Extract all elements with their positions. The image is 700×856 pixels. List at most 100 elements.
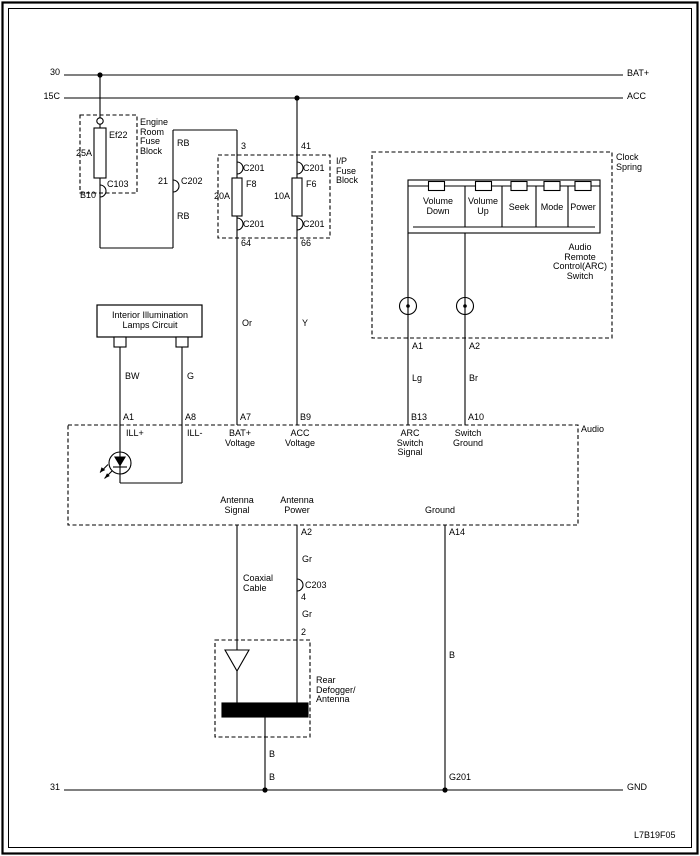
wire-b-lower-label: B <box>269 772 276 782</box>
arc-button-power: Power <box>570 202 596 212</box>
c203-pin-top-label: 4 <box>301 592 307 602</box>
audio-ill-plus-label: ILL+ <box>126 428 144 438</box>
engine-fuse-rating-label: 25A <box>75 148 92 158</box>
audio-pin-b9-label: B9 <box>300 412 312 422</box>
gnd-terminal-label: 31 <box>49 782 60 792</box>
c201-connector-arc-f8-bottom <box>236 217 244 231</box>
audio-arc-signal-label: ARC Switch Signal <box>396 428 424 457</box>
ip-fuse1-name-label: F8 <box>246 179 257 189</box>
audio-box <box>67 424 579 526</box>
rear-defogger-name: Rear Defogger/ Antenna <box>316 675 356 704</box>
ip-fuse-block-box <box>217 154 331 239</box>
c201-connector-arc-f8-top <box>236 161 244 175</box>
arc-switch-box <box>407 179 601 234</box>
c203-connector-label: C203 <box>305 580 327 590</box>
illumination-led-symbol <box>108 451 132 475</box>
audio-acc-voltage-label: ACC Voltage <box>284 428 316 448</box>
wire-lg-label: Lg <box>412 373 423 383</box>
audio-ground-label: Ground <box>424 505 456 515</box>
clock-spring-pin-a1-label: A1 <box>412 341 424 351</box>
audio-switch-ground-label: Switch Ground <box>452 428 484 448</box>
resistor-seek <box>510 180 528 192</box>
audio-antenna-signal-label: Antenna Signal <box>220 495 254 515</box>
audio-pin-a7-label: A7 <box>240 412 252 422</box>
ip-fuse-block-name: I/P Fuse Block <box>336 156 359 185</box>
clock-spring-contact-a1 <box>398 296 418 316</box>
ip-fuse2-pin-in-label: 41 <box>301 141 312 151</box>
wire-g-label: G <box>187 371 195 381</box>
ip-fuse2-name-label: F6 <box>306 179 317 189</box>
clock-spring-box <box>371 151 613 339</box>
c202-wire-above-label: RB <box>177 138 190 148</box>
resistor-volume-up <box>474 180 493 192</box>
diagram-code: L7B19F05 <box>634 830 676 840</box>
wire-bw-label: BW <box>125 371 140 381</box>
fuse-ef22-symbol <box>93 127 107 179</box>
arc-button-mode: Mode <box>540 202 564 212</box>
audio-pin-a8-label: A8 <box>185 412 197 422</box>
arc-button-seek: Seek <box>508 202 530 212</box>
wire-y-label: Y <box>302 318 309 328</box>
interior-illumination-symbol <box>96 304 203 425</box>
clock-spring-name: Clock Spring <box>616 152 643 172</box>
audio-antenna-power-label: Antenna Power <box>280 495 314 515</box>
ip-fuse1-connector-top-label: C201 <box>243 163 265 173</box>
defogger-element <box>221 702 309 718</box>
ip-fuse2-pin-out-label: 66 <box>301 238 312 248</box>
ip-fuse-block-symbol <box>217 98 331 425</box>
resistor-mode <box>543 180 561 192</box>
fuse-f8-symbol <box>231 177 243 217</box>
interior-illumination-box <box>96 304 203 338</box>
antenna-circuit-symbol <box>214 525 311 790</box>
arc-button-volume-down: Volume Down <box>422 196 454 216</box>
clock-spring-pin-a2-label: A2 <box>469 341 481 351</box>
rear-defogger-box <box>214 639 311 738</box>
bat-name-label: BAT+ <box>627 68 650 78</box>
c202-name-label: C202 <box>181 176 203 186</box>
audio-pin-a1-label: A1 <box>123 412 135 422</box>
audio-pin-a10-label: A10 <box>468 412 485 422</box>
ip-fuse1-pin-in-label: 3 <box>241 141 247 151</box>
engine-fuse-block-box <box>79 114 138 194</box>
wire-gr-upper-label: Gr <box>302 554 312 564</box>
audio-bat-voltage-label: BAT+ Voltage <box>224 428 256 448</box>
c202-wire-below-label: RB <box>177 211 190 221</box>
power-rails <box>64 72 623 793</box>
audio-pin-b13-label: B13 <box>411 412 428 422</box>
c103-connector-label: C103 <box>107 179 129 189</box>
clock-spring-symbol <box>371 151 613 425</box>
illumination-terminal-left <box>113 336 127 348</box>
ip-fuse1-rating-label: 20A <box>213 191 230 201</box>
fuse-f6-symbol <box>291 177 303 217</box>
resistor-power <box>574 180 592 192</box>
c201-connector-arc-f6-bottom <box>296 217 304 231</box>
antenna-symbol <box>224 649 250 673</box>
c203-pin-bottom-label: 2 <box>301 627 307 637</box>
engine-fuse-block-name: Engine Room Fuse Block <box>140 117 169 156</box>
wire-or-label: Or <box>242 318 252 328</box>
coaxial-cable-label: Coaxial Cable <box>243 573 274 593</box>
ip-fuse1-pin-out-label: 64 <box>241 238 252 248</box>
audio-ill-minus-label: ILL- <box>187 428 203 438</box>
acc-terminal-label: 15C <box>43 91 60 101</box>
arc-button-volume-up: Volume Up <box>467 196 499 216</box>
interior-illumination-name: Interior Illumination Lamps Circuit <box>111 310 189 330</box>
engine-fuse-label: Ef22 <box>109 130 128 140</box>
engine-pin-label: B10 <box>79 190 96 200</box>
acc-name-label: ACC <box>627 91 647 101</box>
gnd-name-label: GND <box>627 782 647 792</box>
audio-unit-symbol <box>67 424 579 526</box>
g201-label: G201 <box>449 772 472 782</box>
arc-switch-name: Audio Remote Control(ARC) Switch <box>552 242 608 281</box>
ip-fuse2-rating-label: 10A <box>273 191 290 201</box>
wire-gr-lower-label: Gr <box>302 609 312 619</box>
wire-br-label: Br <box>469 373 478 383</box>
bat-terminal-label: 30 <box>49 67 60 77</box>
audio-name-label: Audio <box>581 424 605 434</box>
fuse-terminal-circle <box>96 117 104 125</box>
audio-pin-a14-label: A14 <box>449 527 466 537</box>
c202-connector-arc <box>172 179 180 193</box>
